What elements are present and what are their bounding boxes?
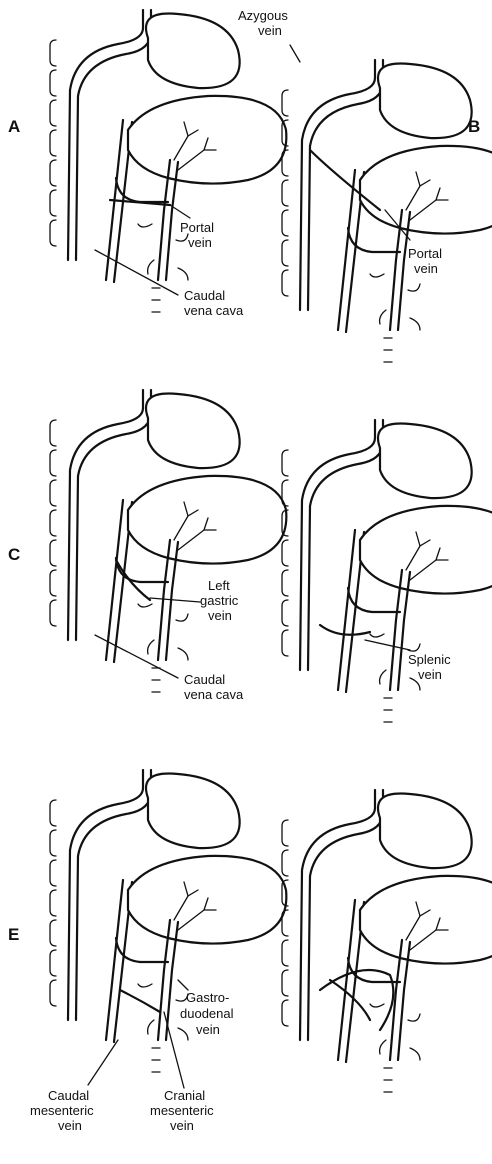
label-caudal-vena-cava-a-line1: Caudal xyxy=(184,288,225,303)
shunt-vessel-f-1 xyxy=(320,970,393,1030)
label-azygous-vein-b-line1: Azygous xyxy=(238,8,288,23)
leader-cranial-mesenteric-vein-e xyxy=(164,1012,184,1088)
label-caudal-mesenteric-vein-e-line1: Caudal xyxy=(48,1088,89,1103)
leader-portal-vein-a xyxy=(170,205,190,218)
label-cranial-mesenteric-vein-e-line1: Cranial xyxy=(164,1088,205,1103)
label-splenic-vein-d-line1: Splenic xyxy=(408,652,451,667)
panel-c: C Left gastric vein Caudal vena cava xyxy=(8,390,286,702)
label-left-gastric-vein-c-line3: vein xyxy=(208,608,232,623)
panel-d: D Splenic vein xyxy=(282,420,492,722)
label-portal-vein-b-line2: vein xyxy=(414,261,438,276)
leader-gastroduodenal-vein-e xyxy=(178,980,188,990)
panel-letter-e: E xyxy=(8,925,19,944)
panel-f: F xyxy=(282,790,492,1092)
leader-caudal-mesenteric-vein-e xyxy=(88,1040,118,1085)
label-cranial-mesenteric-vein-e-line2: mesenteric xyxy=(150,1103,214,1118)
panel-e: E Gastro- duodenal vein Caudal mesenteri… xyxy=(8,770,286,1133)
label-gastroduodenal-vein-e-line1: Gastro- xyxy=(186,990,229,1005)
panel-letter-a: A xyxy=(8,117,20,136)
label-left-gastric-vein-c-line1: Left xyxy=(208,578,230,593)
leader-left-gastric-vein-c xyxy=(150,598,200,602)
shunt-vessel-e xyxy=(120,990,160,1012)
label-portal-vein-a-line2: vein xyxy=(188,235,212,250)
label-cranial-mesenteric-vein-e-line3: vein xyxy=(170,1118,194,1133)
label-gastroduodenal-vein-e-line3: vein xyxy=(196,1022,220,1037)
label-caudal-vena-cava-c-line1: Caudal xyxy=(184,672,225,687)
label-caudal-vena-cava-c-line2: vena cava xyxy=(184,687,244,702)
panel-a: A Portal vein Caudal vena cava xyxy=(8,10,286,318)
leader-azygous-vein-b xyxy=(290,45,300,62)
label-left-gastric-vein-c-line2: gastric xyxy=(200,593,239,608)
label-caudal-mesenteric-vein-e-line3: vein xyxy=(58,1118,82,1133)
label-splenic-vein-d-line2: vein xyxy=(418,667,442,682)
label-portal-vein-a-line1: Portal xyxy=(180,220,214,235)
shunt-vessel-f-2 xyxy=(330,980,370,1020)
label-caudal-mesenteric-vein-e-line2: mesenteric xyxy=(30,1103,94,1118)
panel-b: B Azygous vein Portal vein xyxy=(238,8,492,362)
label-azygous-vein-b-line2: vein xyxy=(258,23,282,38)
panel-letter-c: C xyxy=(8,545,20,564)
label-gastroduodenal-vein-e-line2: duodenal xyxy=(180,1006,234,1021)
label-caudal-vena-cava-a-line2: vena cava xyxy=(184,303,244,318)
label-portal-vein-b-line1: Portal xyxy=(408,246,442,261)
